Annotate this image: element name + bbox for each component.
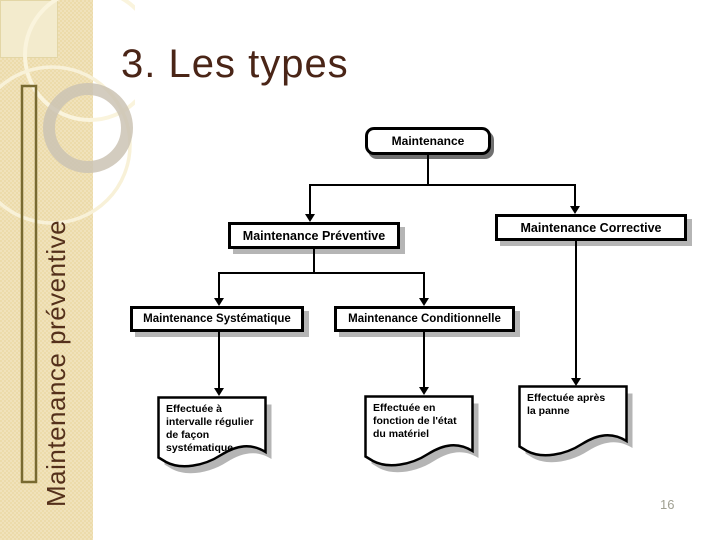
node-maintenance-conditionnelle: Maintenance Conditionnelle	[334, 306, 515, 332]
document-label: Effectuée en fonction de l'état du matér…	[373, 402, 457, 440]
document-shape-systematique: Effectuée à intervalle régulier de façon…	[157, 396, 276, 482]
connector-line	[575, 241, 577, 379]
page-title: 3. Les types	[121, 42, 349, 86]
document-outline	[157, 396, 267, 468]
arrowhead	[570, 206, 580, 214]
document-shape-corrective: Effectuée après la panne	[518, 385, 637, 471]
connector-line	[218, 332, 220, 389]
arrowhead	[214, 298, 224, 306]
document-shape-conditionnelle: Effectuée en fonction de l'état du matér…	[364, 395, 483, 481]
connector-line	[218, 272, 425, 274]
arrowhead	[214, 388, 224, 396]
connector-line	[574, 184, 576, 207]
arrowhead	[305, 214, 315, 222]
node-maintenance-preventive: Maintenance Préventive	[228, 222, 400, 249]
connector-line	[423, 332, 425, 388]
arrowhead	[571, 378, 581, 386]
document-label: Effectuée à intervalle régulier de façon…	[166, 403, 254, 454]
connector-line	[427, 154, 429, 185]
arrowhead	[419, 298, 429, 306]
page-number: 16	[660, 497, 675, 512]
connector-line	[309, 184, 576, 186]
document-outline	[518, 385, 628, 457]
sidebar-vertical-label: Maintenance préventive	[41, 219, 71, 507]
connector-line	[423, 272, 425, 299]
connector-line	[218, 272, 220, 299]
document-outline	[364, 395, 474, 467]
connector-line	[313, 249, 315, 274]
arrowhead	[419, 387, 429, 395]
node-maintenance: Maintenance	[365, 127, 491, 155]
document-label: Effectuée après la panne	[527, 392, 606, 417]
connector-line	[309, 184, 311, 215]
node-maintenance-systematique: Maintenance Systématique	[130, 306, 304, 332]
node-maintenance-corrective: Maintenance Corrective	[495, 214, 687, 241]
